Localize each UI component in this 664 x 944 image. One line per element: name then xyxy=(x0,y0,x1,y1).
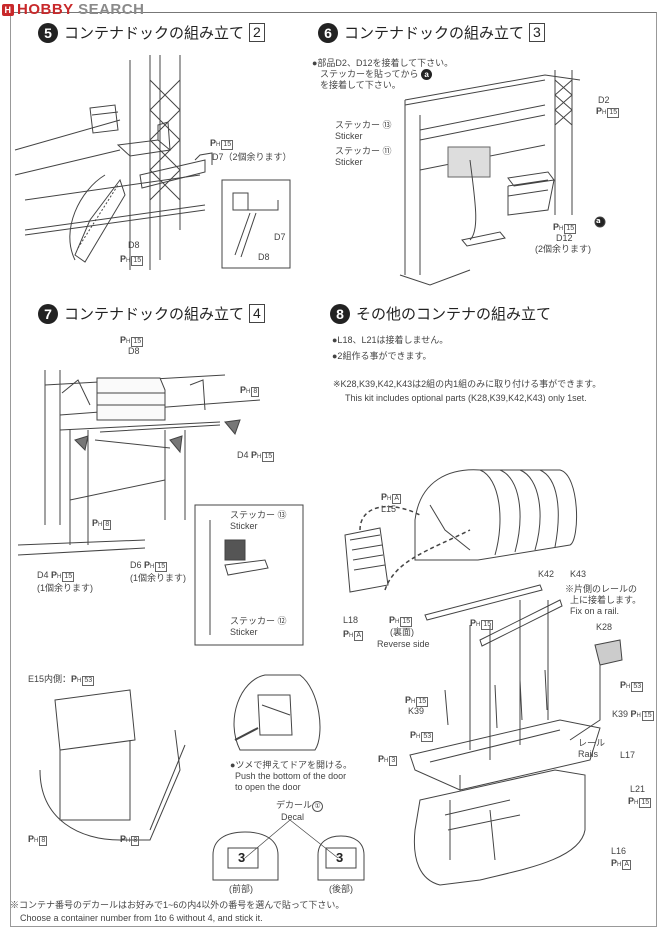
rear-label: (後部) xyxy=(329,884,353,894)
optional-parts-note-jp: ※K28,K39,K42,K43は2組の内1組のみに取り付ける事ができます。 xyxy=(333,379,602,389)
front-container-number: 3 xyxy=(238,850,246,865)
part-label-d2: D2 xyxy=(598,95,610,105)
part-label-l17: L17 xyxy=(620,750,636,760)
part-label-d7: D7（2個余ります） xyxy=(212,152,292,162)
part-label-d8: D8 xyxy=(128,346,140,356)
part-label-d8: D8 xyxy=(128,240,140,250)
part-label-l21: L21 xyxy=(630,784,646,794)
step5-part-number: 2 xyxy=(249,23,265,42)
part-label-d12: D12 xyxy=(556,233,573,243)
rear-container-number: 3 xyxy=(336,850,344,865)
step8-title: 8 その他のコンテナの組み立て xyxy=(330,303,551,324)
step7-number: 7 xyxy=(38,303,58,324)
step7-title: 7 コンテナドックの組み立て 4 xyxy=(38,303,265,324)
step5-drawing xyxy=(14,55,291,270)
part-label-k28: K28 xyxy=(596,622,613,632)
part-label-l18: L18 xyxy=(343,615,359,625)
reverse-side-en: Reverse side xyxy=(377,639,430,649)
footnote-jp: ※コンテナ番号のデカールはお好みで1~6の内4以外の番号を選んで貼って下さい。 xyxy=(10,900,345,910)
callout-a-icon: a xyxy=(421,69,433,80)
front-label: (前部) xyxy=(229,884,253,894)
step8-drawing xyxy=(344,469,623,886)
step8-bullet-2: ●2組作る事ができます。 xyxy=(332,351,432,361)
container-interior-drawing xyxy=(39,689,186,841)
step7-part-number: 4 xyxy=(249,304,265,323)
d12-note: (2個余ります) xyxy=(535,244,591,254)
rail-note: ※片側のレールの 上に接着します。 Fix on a rail. xyxy=(565,584,642,616)
step6-drawing xyxy=(399,70,606,286)
decal-drawings xyxy=(212,819,365,881)
step6-title: 6 コンテナドックの組み立て 3 xyxy=(318,22,545,43)
step7-drawing xyxy=(17,370,304,646)
footnote-en: Choose a container number from 1to 6 wit… xyxy=(20,913,263,923)
part-label-l16: L16 xyxy=(611,846,627,856)
page-frame xyxy=(10,12,657,927)
step5-number: 5 xyxy=(38,22,58,43)
step5-title: 5 コンテナドックの組み立て 2 xyxy=(38,22,265,43)
reverse-side-jp: (裏面) xyxy=(390,627,414,637)
part-label-k39: K39 xyxy=(408,706,425,716)
part-label-k43: K43 xyxy=(570,569,587,579)
step6-part-number: 3 xyxy=(529,23,545,42)
step8-bullet-1: ●L18、L21は接着しません。 xyxy=(332,335,449,345)
optional-parts-note-en: This kit includes optional parts (K28,K3… xyxy=(345,393,587,403)
door-open-drawing xyxy=(233,674,321,751)
step6-number: 6 xyxy=(318,22,338,43)
callout-a-icon: a xyxy=(596,217,601,225)
step8-number: 8 xyxy=(330,303,350,324)
inset-label-d7: D7 xyxy=(274,232,286,242)
step6-note: ●部品D2、D12を接着して下さい。 ステッカーを貼ってから a を接着して下さ… xyxy=(312,58,454,90)
logo-mark-icon: H xyxy=(2,4,14,16)
part-label-l15: L15 xyxy=(381,504,397,514)
inset-label-d8: D8 xyxy=(258,252,270,262)
door-note: ●ツメで押えてドアを開ける。 Push the bottom of the do… xyxy=(230,760,352,792)
part-label-k42: K42 xyxy=(538,569,555,579)
